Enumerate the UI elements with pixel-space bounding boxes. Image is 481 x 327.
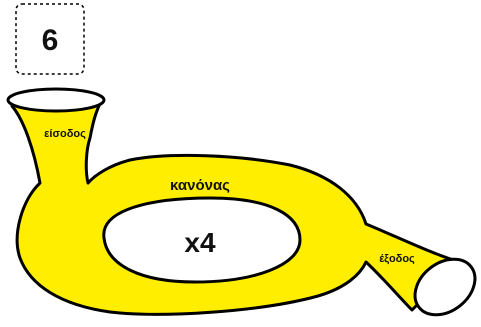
- rule-window: [102, 196, 302, 284]
- output-label: έξοδος: [379, 253, 415, 265]
- operation-label: x4: [184, 227, 216, 258]
- step-number: 6: [42, 24, 59, 57]
- input-opening: [6, 87, 106, 113]
- step-number-box: 6: [15, 3, 85, 75]
- function-machine: είσοδος κανόνας έξοδος x4: [6, 87, 477, 317]
- input-label: είσοδος: [44, 128, 86, 140]
- step-number-frame: [15, 3, 85, 75]
- rule-label: κανόνας: [170, 177, 230, 194]
- output-opening: [413, 257, 477, 317]
